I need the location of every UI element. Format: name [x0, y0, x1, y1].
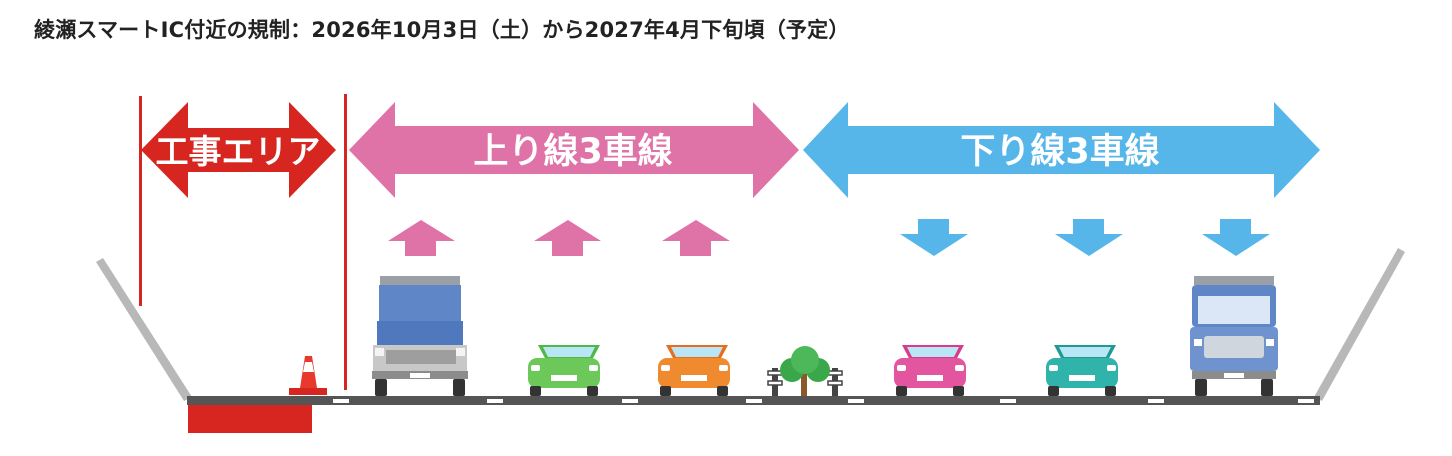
left-wall: [96, 258, 192, 401]
construction-boundary-left: [139, 96, 142, 306]
orange-car-icon: [658, 345, 730, 396]
pink-car-icon: [894, 345, 966, 396]
traffic-cone-icon: [289, 356, 327, 395]
right-wall: [1314, 248, 1405, 401]
construction-boundary-right: [344, 94, 347, 390]
tree-icon: [767, 346, 843, 396]
truck-icon: [372, 276, 468, 396]
lane-markings: [333, 399, 1314, 403]
teal-car-icon: [1046, 345, 1118, 396]
up-direction-arrow-icon: [534, 220, 601, 256]
page-title: 綾瀬スマートIC付近の規制：2026年10月3日（土）から2027年4月下旬頃（…: [34, 18, 850, 42]
up-direction-arrow-icon: [662, 220, 730, 256]
up-lanes-label: 上り線3車線: [473, 132, 672, 172]
construction-area-floor: [188, 405, 312, 433]
down-lanes-arrow: 下り線3車線: [803, 102, 1320, 198]
up-lanes-arrow: 上り線3車線: [349, 102, 799, 198]
up-direction-arrow-icon: [388, 220, 455, 256]
down-direction-arrow-icon: [1055, 219, 1123, 256]
down-direction-arrow-icon: [900, 219, 968, 256]
down-lanes-label: 下り線3車線: [960, 132, 1159, 172]
bus-icon: [1190, 276, 1278, 396]
construction-area-arrow: 工事エリア: [141, 102, 336, 198]
green-car-icon: [528, 345, 600, 396]
construction-area-label: 工事エリア: [156, 132, 321, 171]
down-direction-arrow-icon: [1202, 219, 1270, 256]
